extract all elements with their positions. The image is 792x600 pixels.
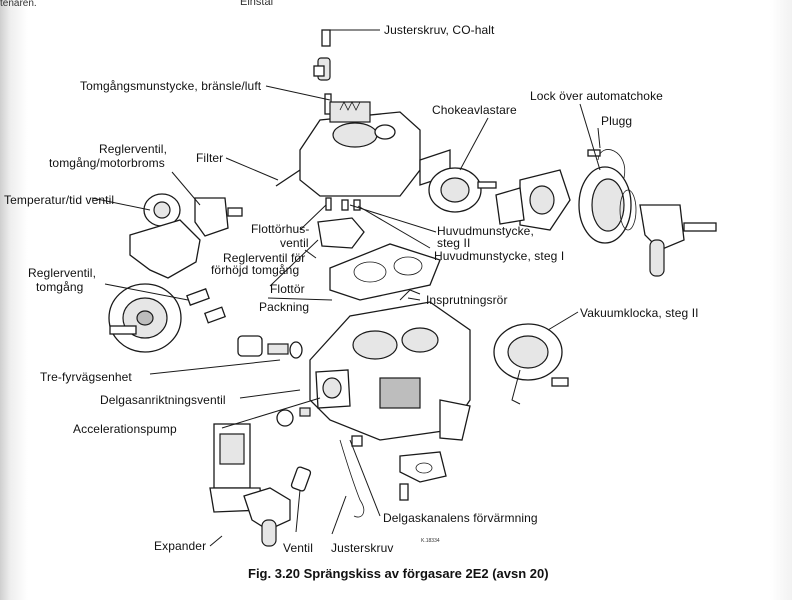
idle-valves-part xyxy=(186,288,227,324)
label-plug: Plugg xyxy=(601,114,633,128)
main-jets-part xyxy=(341,199,361,211)
label-main-jet-stage1: Huvudmunstycke, steg I xyxy=(434,249,565,263)
injection-tube-part xyxy=(399,289,421,301)
label-three-four-way-unit: Tre-fyrvägsenhet xyxy=(40,370,132,384)
label-fast-idle-valve-line1: Reglerventil för xyxy=(223,251,306,265)
label-auto-choke-cover: Lock över automatchoke xyxy=(530,89,663,103)
label-acceleration-pump: Accelerationspump xyxy=(73,422,177,436)
acceleration-pump-part xyxy=(276,369,351,427)
auto-choke-cover-part xyxy=(578,149,637,244)
label-fast-idle-valve-line2: förhöjd tomgång xyxy=(211,263,300,277)
reference-number: K.18334 xyxy=(421,538,440,544)
linkage-part xyxy=(399,451,447,501)
label-adjust-screw: Justerskruv xyxy=(331,541,394,555)
label-part-load-preheating: Delgaskanalens förvärmning xyxy=(383,511,538,525)
carburettor-cover-part xyxy=(299,101,451,197)
label-idle-nozzle: Tomgångsmunstycke, bränsle/luft xyxy=(80,79,262,93)
float-valve-part xyxy=(325,197,332,211)
label-idle-brake-valve-line2: tomgång/motorbroms xyxy=(49,156,165,170)
float-part xyxy=(317,217,365,249)
label-idle-valve-line1: Reglerventil, xyxy=(28,266,96,280)
label-gasket: Packning xyxy=(259,300,310,314)
water-connector-part xyxy=(639,204,717,277)
cropped-text-left: tenaren. xyxy=(0,0,37,9)
figure-caption: Fig. 3.20 Sprängskiss av förgasare 2E2 (… xyxy=(248,566,549,581)
label-choke-pulldown: Chokeavlastare xyxy=(432,103,517,117)
idle-brake-valve-part xyxy=(194,197,243,237)
label-filter: Filter xyxy=(196,151,224,165)
temp-time-valve-part xyxy=(129,193,201,279)
label-main-jet-stage2-line1: Huvudmunstycke, xyxy=(437,224,534,238)
label-vacuum-unit-stage2: Vakuumklocka, steg II xyxy=(580,306,699,320)
filter-part xyxy=(275,169,301,187)
label-idle-valve-line2: tomgång xyxy=(36,280,84,294)
label-float-valve-line2: ventil xyxy=(280,236,309,250)
choke-housing-part xyxy=(495,169,571,231)
label-float: Flottör xyxy=(270,282,305,296)
label-idle-brake-valve-line1: Reglerventil, xyxy=(99,142,167,156)
choke-pulldown-part xyxy=(428,167,497,213)
label-co-adjust-screw: Justerskruv, CO-halt xyxy=(384,23,495,37)
label-main-jet-stage2-line2: steg II xyxy=(437,236,471,250)
label-part-load-valve: Delgasanriktningsventil xyxy=(100,393,226,407)
part-load-valve-part xyxy=(237,335,303,359)
vacuum-unit-stage2-part xyxy=(493,323,569,405)
label-expander: Expander xyxy=(154,539,207,553)
label-temp-time-valve: Temperatur/tid ventil xyxy=(4,193,115,207)
label-float-valve-line1: Flottörhus- xyxy=(251,222,310,236)
bottom-valve-part xyxy=(290,435,365,518)
label-valve: Ventil xyxy=(283,541,313,555)
expander-part xyxy=(209,423,291,547)
three-four-way-unit-part xyxy=(108,283,182,353)
cropped-text-top: Einstäl xyxy=(240,0,274,8)
leader-lines xyxy=(91,29,601,547)
co-adjust-screw-part xyxy=(313,29,331,81)
gasket-part xyxy=(329,243,441,301)
label-injection-tube: Insprutningsrör xyxy=(426,293,508,307)
